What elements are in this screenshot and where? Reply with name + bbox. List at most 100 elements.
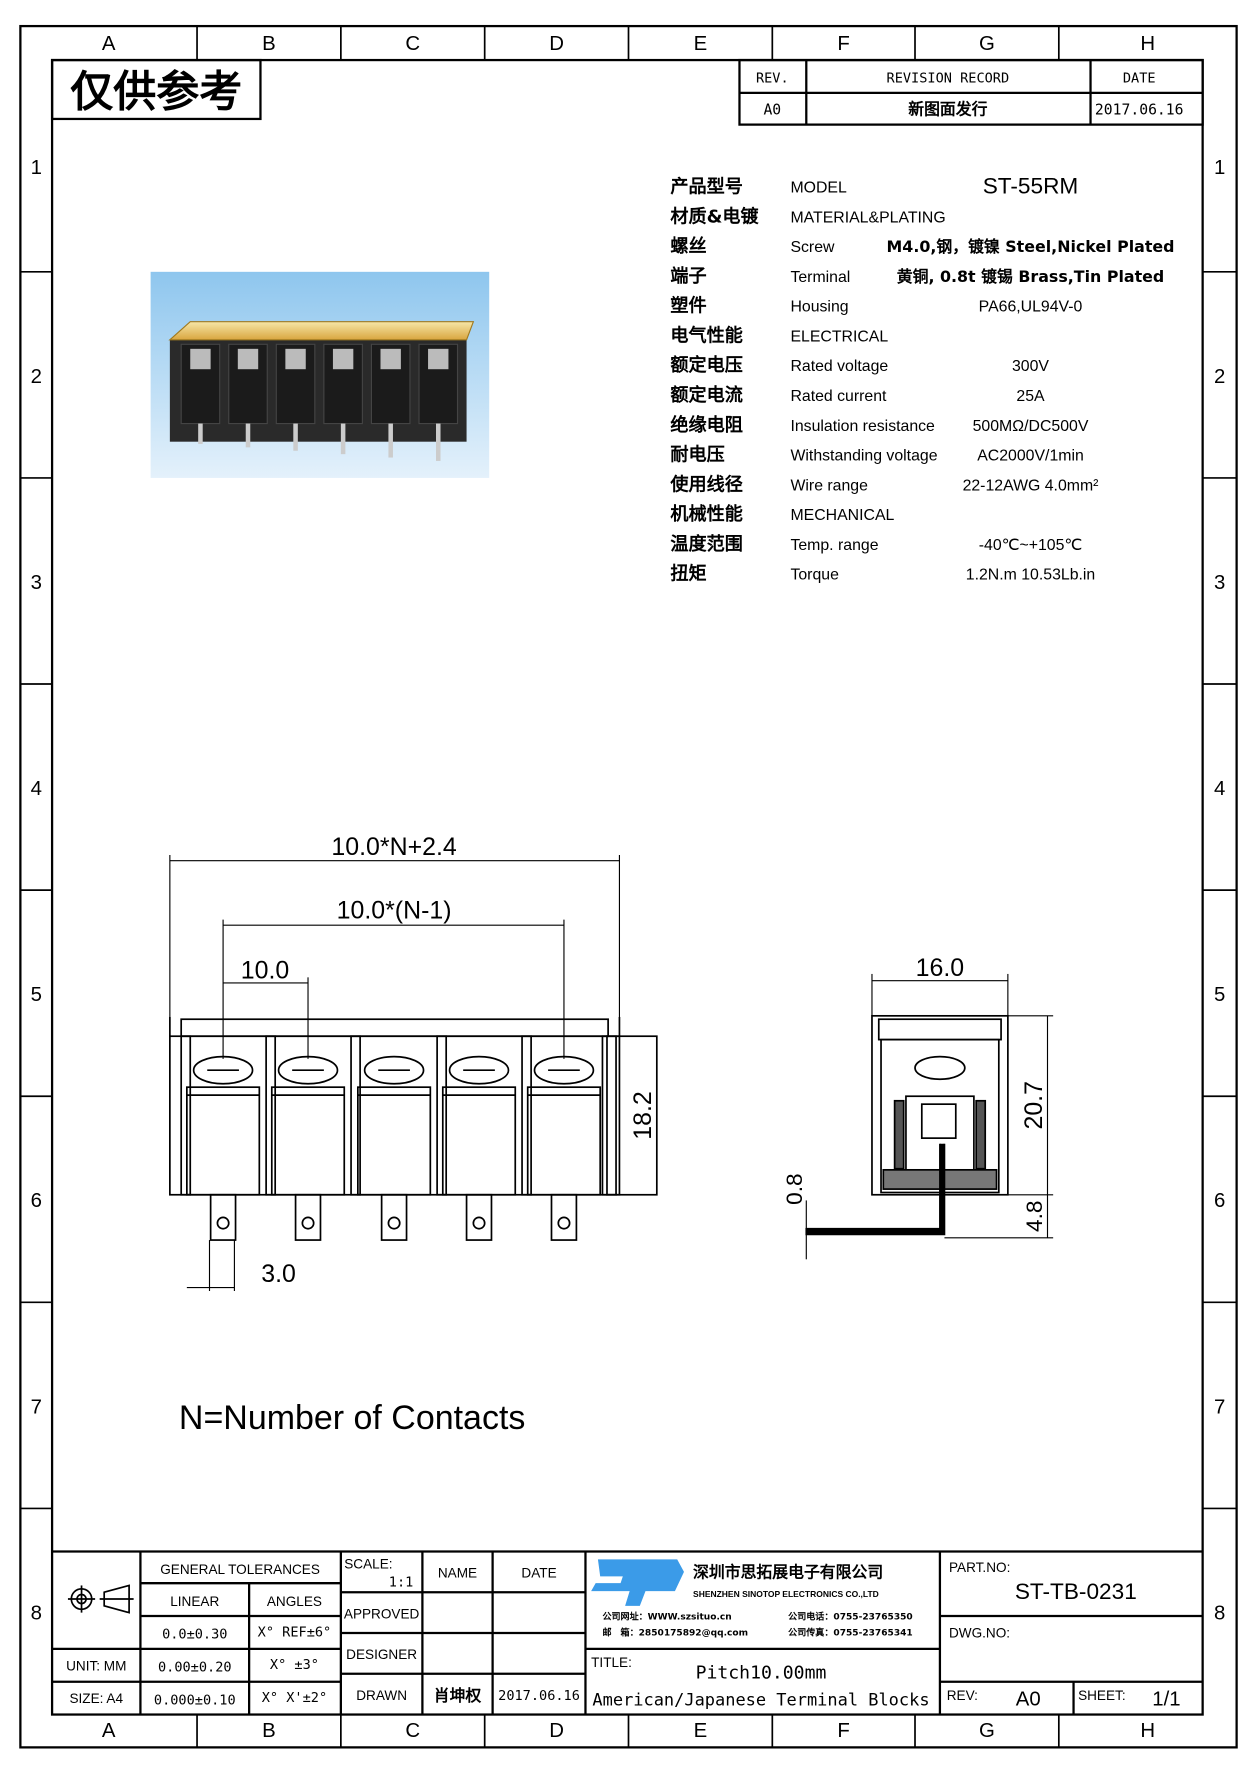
zone-row-right: 8 bbox=[1214, 1602, 1225, 1624]
dim-side-width: 16.0 bbox=[916, 954, 964, 982]
spec-label-cn: 温度范围 bbox=[670, 533, 742, 555]
company-fax: 公司传真：0755-23765341 bbox=[788, 1626, 913, 1638]
revision-record-value: 新图面发行 bbox=[908, 99, 987, 118]
reference-only-label: 仅供参考 bbox=[70, 67, 242, 117]
company-email: 邮 箱：2850175892@qq.com bbox=[602, 1626, 748, 1638]
spec-label-cn: 绝缘电阻 bbox=[670, 414, 742, 436]
spec-label-en: Wire range bbox=[790, 477, 868, 494]
zone-col-top: D bbox=[549, 33, 564, 55]
spec-label-cn: 机械性能 bbox=[670, 503, 742, 525]
zone-col-top: B bbox=[262, 33, 276, 55]
zone-col-top: H bbox=[1140, 33, 1155, 55]
zone-row-left: 1 bbox=[31, 157, 42, 179]
tol-linear-2: 0.00±0.20 bbox=[158, 1660, 232, 1676]
terminal-pin bbox=[294, 1193, 322, 1241]
spec-value: 300V bbox=[1012, 358, 1049, 375]
spec-label-en: Screw bbox=[790, 239, 835, 256]
dim-span: 10.0*(N-1) bbox=[337, 896, 452, 924]
tol-angle-2: X° ±3° bbox=[270, 1657, 319, 1673]
spec-label-en: Rated voltage bbox=[790, 358, 888, 375]
spec-label-cn: 电气性能 bbox=[670, 324, 742, 346]
rev-value: A0 bbox=[763, 101, 781, 118]
linear-header: LINEAR bbox=[170, 1594, 219, 1609]
zone-row-right: 6 bbox=[1214, 1190, 1225, 1212]
front-view-drawing bbox=[169, 855, 658, 1292]
zone-col-bottom: B bbox=[262, 1720, 276, 1742]
title-block bbox=[52, 1550, 1203, 1715]
spec-value: 22-12AWG 4.0mm² bbox=[963, 477, 1099, 494]
spec-label-en: Insulation resistance bbox=[790, 418, 935, 435]
spec-label-cn: 产品型号 bbox=[670, 176, 742, 198]
drawn-label: DRAWN bbox=[356, 1688, 407, 1703]
zone-col-bottom: A bbox=[102, 1720, 116, 1742]
dim-overall: 10.0*N+2.4 bbox=[331, 833, 456, 861]
drawn-name: 肖坤权 bbox=[434, 1686, 482, 1705]
zone-row-right: 2 bbox=[1214, 366, 1225, 388]
dim-side-height: 20.7 bbox=[1020, 1081, 1048, 1129]
zone-row-right: 7 bbox=[1214, 1396, 1225, 1418]
reference-only-box bbox=[50, 58, 262, 121]
rev-label-tb: REV: bbox=[947, 1688, 978, 1703]
revision-record-header: REVISION RECORD bbox=[887, 71, 1010, 87]
title-line2: American/Japanese Terminal Blocks bbox=[592, 1690, 929, 1710]
tol-linear-1: 0.0±0.30 bbox=[162, 1627, 227, 1643]
size-label: SIZE: A4 bbox=[69, 1691, 123, 1706]
zone-row-left: 7 bbox=[31, 1396, 42, 1418]
spec-value: PA66,UL94V-0 bbox=[979, 299, 1083, 316]
rev-header: REV. bbox=[756, 71, 789, 87]
scale-value: 1:1 bbox=[389, 1575, 414, 1591]
date-header-tb: DATE bbox=[521, 1566, 556, 1581]
dim-pin: 3.0 bbox=[261, 1260, 296, 1288]
rev-value-tb: A0 bbox=[1016, 1688, 1041, 1710]
revision-date-value: 2017.06.16 bbox=[1095, 101, 1184, 118]
part-no-label: PART.NO: bbox=[949, 1560, 1010, 1575]
spec-label-en: Withstanding voltage bbox=[790, 448, 937, 465]
spec-value: M4.0,钢，镀镍 Steel,Nickel Plated bbox=[887, 237, 1175, 256]
tol-angle-3: X° X'±2° bbox=[262, 1690, 327, 1706]
zone-col-top: F bbox=[837, 33, 849, 55]
sheet-label: SHEET: bbox=[1078, 1688, 1126, 1703]
contacts-note: N=Number of Contacts bbox=[179, 1399, 525, 1437]
terminal-pin bbox=[465, 1193, 493, 1241]
zone-row-left: 5 bbox=[31, 984, 42, 1006]
tol-linear-3: 0.000±0.10 bbox=[154, 1692, 236, 1708]
designer-label: DESIGNER bbox=[346, 1647, 417, 1662]
spec-value: -40℃~+105℃ bbox=[979, 537, 1082, 554]
spec-label-cn: 使用线径 bbox=[669, 473, 742, 495]
zone-row-right: 1 bbox=[1214, 157, 1225, 179]
sheet-value: 1/1 bbox=[1152, 1688, 1180, 1710]
zone-row-left: 4 bbox=[31, 778, 42, 800]
zone-row-left: 8 bbox=[31, 1602, 42, 1624]
spec-value: 1.2N.m 10.53Lb.in bbox=[966, 567, 1095, 584]
spec-value: 黄铜, 0.8t 镀锡 Brass,Tin Plated bbox=[897, 267, 1164, 286]
zone-col-bottom: D bbox=[549, 1720, 564, 1742]
zone-col-bottom: F bbox=[837, 1720, 849, 1742]
spec-label-cn: 螺丝 bbox=[670, 235, 706, 257]
dwg-no-label: DWG.NO: bbox=[949, 1626, 1010, 1641]
zone-row-left: 6 bbox=[31, 1190, 42, 1212]
spec-value: 25A bbox=[1016, 388, 1045, 405]
spec-label-en: Torque bbox=[790, 567, 839, 584]
zone-col-bottom: E bbox=[694, 1720, 708, 1742]
spec-label-en: MECHANICAL bbox=[790, 507, 894, 524]
dim-pin-thickness: 0.8 bbox=[782, 1173, 807, 1204]
part-no: ST-TB-0231 bbox=[1015, 1579, 1137, 1604]
zone-col-top: C bbox=[405, 33, 420, 55]
zone-col-top: G bbox=[979, 33, 995, 55]
spec-label-en: MODEL bbox=[790, 180, 847, 197]
spec-value: 500MΩ/DC500V bbox=[973, 418, 1089, 435]
date-header: DATE bbox=[1123, 71, 1156, 87]
zone-col-bottom: H bbox=[1140, 1720, 1155, 1742]
side-view-drawing bbox=[805, 973, 1054, 1260]
company-website: 公司网址：WWW.szsituo.cn bbox=[602, 1610, 731, 1622]
spec-label-cn: 端子 bbox=[670, 266, 706, 287]
zone-row-left: 3 bbox=[31, 572, 42, 594]
approved-label: APPROVED bbox=[344, 1606, 420, 1621]
zone-row-right: 5 bbox=[1214, 984, 1225, 1006]
spec-label-en: ELECTRICAL bbox=[790, 328, 888, 345]
spec-label-en: MATERIAL&PLATING bbox=[790, 209, 945, 226]
company-name-en: SHENZHEN SINOTOP ELECTRONICS CO.,LTD bbox=[693, 1589, 879, 1599]
terminal-pin bbox=[209, 1193, 237, 1241]
